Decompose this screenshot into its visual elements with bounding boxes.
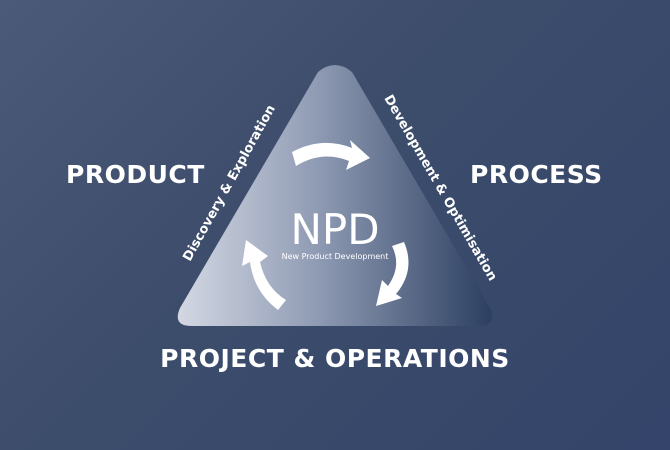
- npd-title: NPD: [290, 205, 379, 254]
- cycle-arrow-left: [242, 240, 286, 310]
- process-label: PROCESS: [470, 160, 603, 189]
- product-label: PRODUCT: [66, 160, 205, 189]
- npd-subtitle: New Product Development: [282, 252, 389, 261]
- project-operations-label: PROJECT & OPERATIONS: [160, 344, 510, 373]
- cycle-arrow-right: [376, 242, 409, 306]
- cycle-arrow-top: [292, 140, 370, 170]
